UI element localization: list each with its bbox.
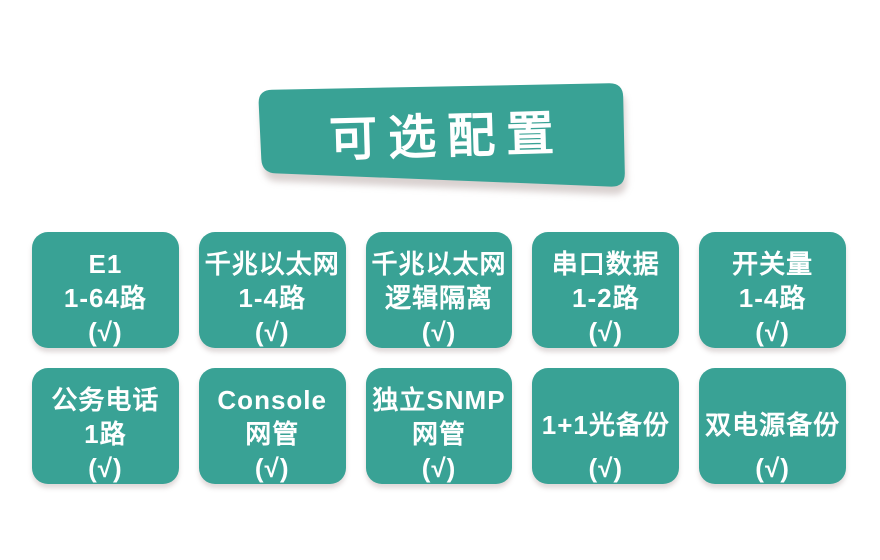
card-check: (√) [755,317,790,347]
card-check: (√) [755,453,790,483]
config-card-console: Console 网管 (√) [198,368,346,484]
config-card-gige: 千兆以太网 1-4路 (√) [198,232,346,348]
config-card-optical-backup: 1+1光备份 (√) [532,368,680,484]
card-line: 公务电话 [51,385,160,415]
config-card-switch-io: 开关量 1-4路 (√) [699,232,846,348]
card-check: (√) [88,317,123,347]
card-check: (√) [421,317,457,347]
card-line: 1+1光备份 [541,410,670,440]
card-check: (√) [421,453,457,483]
card-line: 千兆以太网 [371,249,507,279]
config-card-snmp: 独立SNMP 网管 (√) [365,368,513,484]
card-line: 网管 [411,419,466,449]
card-line: 1-4路 [738,283,807,313]
card-line: 双电源备份 [705,410,841,440]
config-card-e1: E1 1-64路 (√) [32,232,179,348]
card-line: 1-64路 [63,283,147,313]
config-grid: E1 1-64路 (√) 千兆以太网 1-4路 (√) 千兆以太网 逻辑隔离 (… [32,232,846,484]
config-card-gige-isolation: 千兆以太网 逻辑隔离 (√) [365,232,513,348]
config-card-dual-power: 双电源备份 (√) [699,368,846,484]
card-line: 逻辑隔离 [384,283,493,313]
card-line: 开关量 [732,249,814,279]
card-line: 1-4路 [238,283,306,313]
card-line: 串口数据 [551,249,660,279]
card-line: 千兆以太网 [204,249,340,279]
config-card-phone: 公务电话 1路 (√) [32,368,179,484]
banner-title: 可选配置 [328,107,566,168]
card-line: 1路 [84,419,127,449]
card-check: (√) [254,317,290,347]
card-check: (√) [588,317,624,347]
card-line: 网管 [245,419,300,449]
card-line: 1-2路 [571,283,640,313]
card-line: Console [217,385,327,415]
card-line: 独立SNMP [372,385,506,415]
card-check: (√) [88,453,123,483]
card-check: (√) [254,453,290,483]
card-line: E1 [88,249,123,279]
config-card-serial: 串口数据 1-2路 (√) [532,232,680,348]
card-check: (√) [588,453,624,483]
